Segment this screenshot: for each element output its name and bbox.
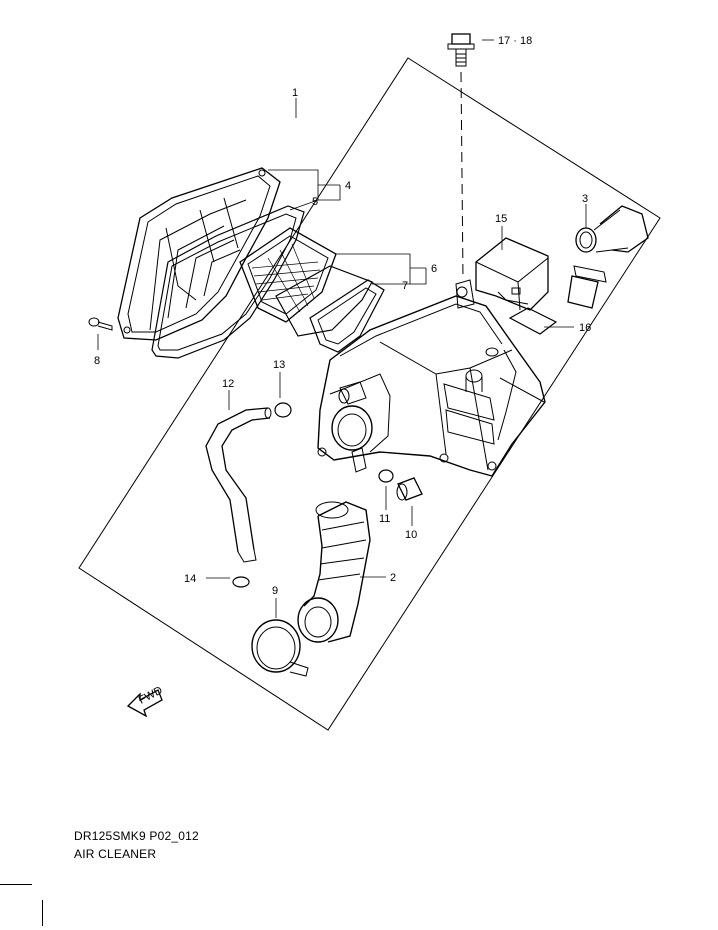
- part-intake-duct: [297, 501, 371, 643]
- part-pad: [508, 307, 558, 335]
- leader-lines: [97, 39, 587, 618]
- callout-5: 5: [312, 196, 318, 208]
- part-cover: [117, 167, 281, 341]
- fwd-arrow-icon: [126, 689, 163, 718]
- part-clamp-14: [232, 576, 250, 588]
- callout-11: 11: [379, 513, 390, 525]
- callout-12: 12: [222, 378, 234, 390]
- callout-4: 4: [345, 180, 351, 192]
- callout-14: 14: [184, 573, 196, 585]
- part-cap: [475, 237, 549, 311]
- callout-16: 16: [579, 322, 591, 334]
- callout-1: 1: [292, 87, 298, 99]
- part-bolt: [447, 33, 475, 67]
- callout-6: 6: [431, 263, 437, 275]
- diagram-title: AIR CLEANER: [74, 847, 157, 861]
- part-band-clamp: [251, 619, 309, 677]
- callout-7: 7: [402, 280, 408, 292]
- diagram-code: DR125SMK9 P02_012: [74, 829, 199, 843]
- part-screw: [88, 317, 113, 331]
- callout-15: 15: [495, 213, 507, 225]
- callout-13: 13: [273, 359, 285, 371]
- edge-mark-horizontal: [0, 884, 32, 885]
- part-seal: [151, 205, 305, 359]
- callout-8: 8: [94, 355, 100, 367]
- callout-9: 9: [272, 585, 278, 597]
- part-drain-plug: [396, 477, 423, 501]
- callout-10: 10: [405, 529, 417, 541]
- part-connector: [567, 205, 649, 309]
- part-filter-frame: [275, 265, 385, 353]
- assembly-outline: [78, 57, 661, 731]
- part-clamp-13: [274, 402, 292, 418]
- callout-3: 3: [582, 193, 588, 205]
- part-case: [317, 279, 546, 477]
- part-breather-hose: [205, 407, 272, 563]
- callout-17-18: 17 · 18: [498, 35, 532, 47]
- part-clamp-11: [378, 469, 394, 483]
- part-filter-element: [239, 227, 337, 323]
- callout-2: 2: [390, 572, 396, 584]
- edge-mark-vertical: [42, 900, 43, 926]
